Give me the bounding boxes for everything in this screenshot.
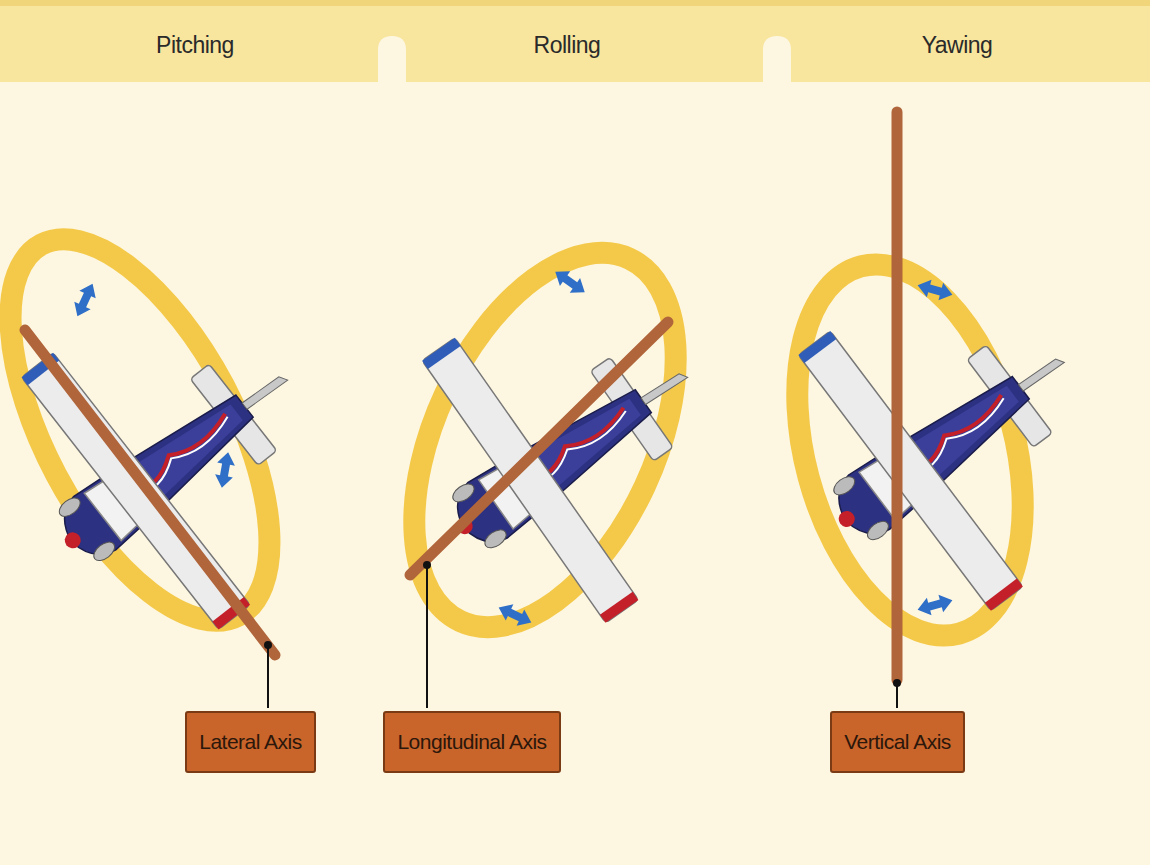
tab-label: Rolling — [467, 20, 667, 70]
tab-label: Pitching — [95, 20, 295, 70]
axis-label-box: Vertical Axis — [830, 711, 965, 773]
tab-label: Yawing — [857, 20, 1057, 70]
label-text: Pitching — [156, 32, 234, 59]
label-text: Yawing — [922, 32, 993, 59]
label-text: Lateral Axis — [199, 730, 302, 754]
label-text: Longitudinal Axis — [397, 730, 546, 754]
axis-label-box: Lateral Axis — [185, 711, 316, 773]
label-text: Rolling — [534, 32, 601, 59]
label-text: Vertical Axis — [844, 730, 951, 754]
axis-label-box: Longitudinal Axis — [383, 711, 561, 773]
